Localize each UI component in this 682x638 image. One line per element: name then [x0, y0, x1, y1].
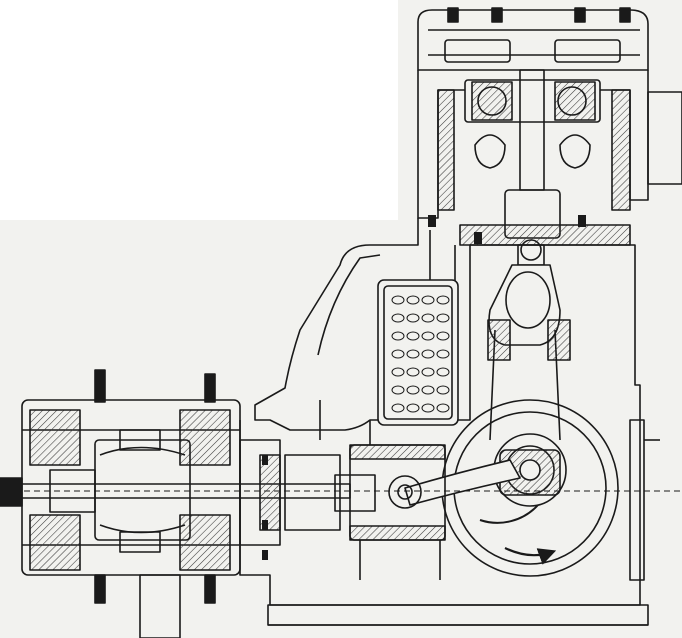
- main-frame: [239, 218, 649, 626]
- vertical-cylinder-head: [417, 7, 649, 71]
- flywheel: [441, 399, 619, 577]
- horizontal-cylinder: [21, 369, 241, 638]
- rotation-arrow-icon: [504, 547, 557, 565]
- frame-flange-details: [319, 400, 660, 581]
- horizontal-connecting-rod: [388, 459, 521, 509]
- vertical-cylinder-body: [417, 69, 682, 219]
- vertical-connecting-rod: [487, 264, 571, 441]
- frame-bolts: [262, 215, 586, 560]
- stuffing-box: [239, 439, 341, 546]
- horizontal-piston-rod: [0, 477, 682, 507]
- cooler-tubes: [391, 295, 450, 413]
- horizontal-crosshead-guide: [334, 444, 446, 580]
